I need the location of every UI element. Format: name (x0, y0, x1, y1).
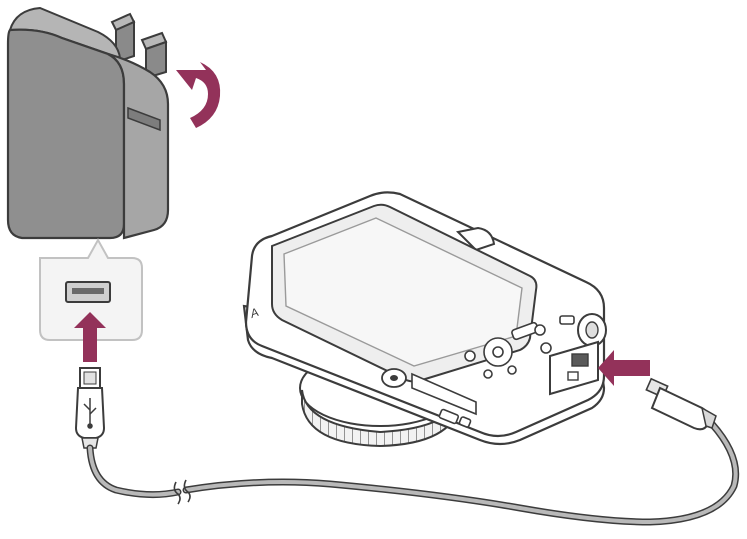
usb-a-plug (74, 367, 106, 449)
camera: A (242, 191, 607, 448)
adapter-slot (127, 106, 161, 132)
adapter-side-face (107, 52, 170, 240)
camera-battery-door (411, 372, 477, 428)
camera-tripod-socket (381, 368, 407, 388)
adapter-front-face (6, 28, 126, 240)
camera-controls (464, 315, 575, 379)
camera-usb-port (571, 353, 589, 367)
rotate-arrow-icon (176, 62, 221, 128)
cable-break-mark (173, 479, 191, 505)
insert-arrow-icon (598, 350, 650, 386)
micro-usb-plug (645, 377, 717, 431)
ac-adapter (6, 6, 170, 240)
usb-cable (86, 420, 740, 526)
insert-arrow-icon (74, 312, 106, 362)
usb-port-callout (39, 237, 143, 362)
usb-icon (83, 398, 97, 429)
camera-port-cover (549, 340, 599, 396)
camera-strap-lug (577, 313, 607, 347)
